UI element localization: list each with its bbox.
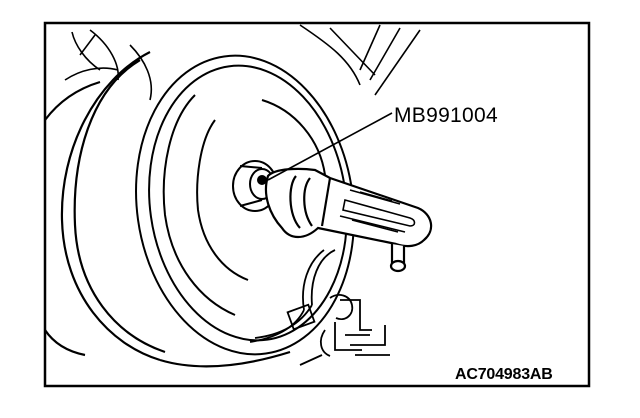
special-tool (264, 167, 433, 273)
tool-callout-label: MB991004 (394, 104, 498, 127)
figure-border (43, 21, 591, 388)
callout-leader-line (267, 112, 393, 181)
vehicle-body-lines (64, 24, 421, 101)
figure-reference-code: AC704983AB (455, 366, 553, 383)
suspension-components (249, 249, 390, 366)
tire (44, 51, 291, 368)
